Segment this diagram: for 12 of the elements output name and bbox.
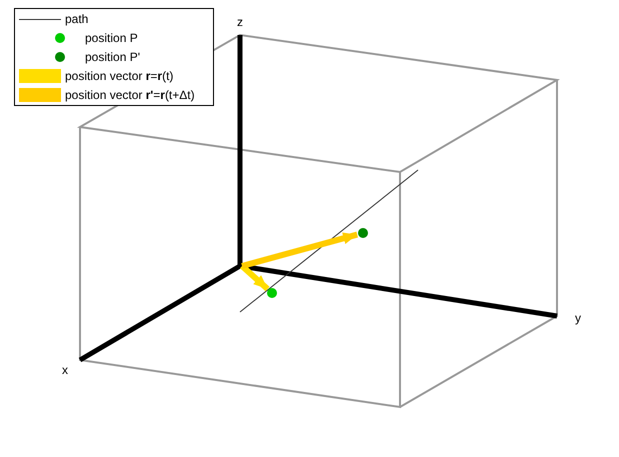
- point-dot: [267, 288, 277, 298]
- vector-arrow: [241, 232, 358, 269]
- axis-label: y: [575, 311, 581, 325]
- legend-text: path: [65, 12, 88, 26]
- axis-label: x: [62, 363, 68, 377]
- point-dot: [358, 228, 368, 238]
- axis-label: z: [237, 15, 243, 29]
- vector-arrow: [240, 264, 270, 292]
- legend-text: position P': [85, 50, 140, 64]
- legend-text: position vector r=r(t): [65, 69, 174, 83]
- legend-text: position vector r'=r(t+Δt): [65, 88, 195, 102]
- legend-text: position P: [85, 31, 138, 45]
